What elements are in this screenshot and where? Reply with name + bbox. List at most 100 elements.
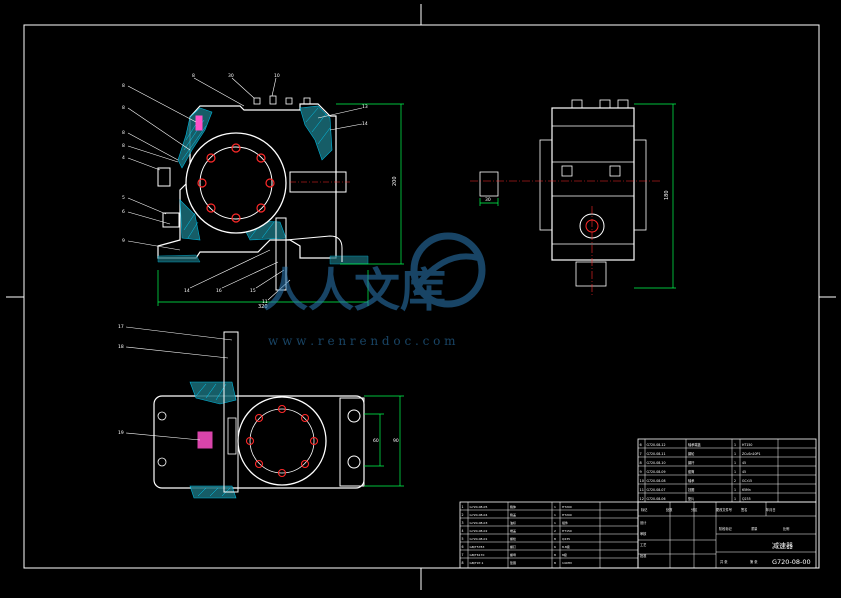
- bom-cell: 1: [734, 443, 736, 447]
- balloon-label: 8: [122, 83, 125, 89]
- top-large-dimension: 90: [393, 438, 399, 444]
- bom-cell: G720-08-05: [470, 505, 488, 509]
- bom-cell: 组件: [562, 520, 568, 525]
- title-block: 减速器 G720-08-00 标记处数分区更改文件号签名年月日设计审核工艺批准阶…: [637, 501, 817, 569]
- bom-cell: ZCuSn10P1: [742, 452, 760, 456]
- bom-cell: GB/T97.1: [470, 561, 484, 565]
- balloon-label: 19: [118, 430, 124, 436]
- balloon-label: 14: [184, 288, 190, 294]
- bom-cell: 65Mn: [742, 488, 751, 492]
- bom-cell: G720-08-06: [647, 497, 666, 501]
- bom-cell: 12: [640, 497, 644, 501]
- balloon-label: 8: [122, 105, 125, 111]
- bom-cell: HT150: [562, 529, 572, 533]
- balloon-label: 8: [122, 143, 125, 149]
- balloon-label: 14: [362, 121, 368, 127]
- bom-cell: 螺钉: [510, 544, 516, 549]
- bom-cell: 8: [640, 461, 642, 465]
- title-block-stage: 阶段标记: [719, 526, 733, 531]
- title-block-header: 标记: [641, 507, 648, 512]
- bom-cell: 4: [462, 529, 464, 533]
- title-block-stage: 比例: [783, 526, 789, 531]
- bom-cell: 螺栓: [510, 536, 516, 541]
- balloon-label: 16: [216, 288, 222, 294]
- title-block-header: 处数: [666, 507, 673, 512]
- bom-cell: 140HV: [562, 561, 573, 565]
- title-block-role: 设计: [640, 520, 647, 525]
- bom-cell: G720-08-03: [470, 521, 488, 525]
- balloon-label: 18: [118, 344, 124, 350]
- bom-cell: 1: [734, 452, 736, 456]
- bom-cell: 6: [462, 545, 464, 549]
- balloon-label: 30: [228, 73, 234, 79]
- bom-cell: 套筒: [688, 469, 694, 474]
- title-block-sheet: 共 张: [720, 559, 728, 564]
- top-view: 60 90 17 18 19: [118, 324, 404, 499]
- bom-cell: GB/T5783: [470, 545, 485, 549]
- bom-cell: GB/T6170: [470, 553, 485, 557]
- bom-cell: G720-08-02: [470, 529, 488, 533]
- bom-cell: 8.8级: [562, 544, 570, 549]
- bom-cell: 箱体: [510, 504, 516, 509]
- bom-cell: G720-08-11: [647, 452, 666, 456]
- balloon-label: 8: [122, 130, 125, 136]
- bom-cell: G720-08-12: [647, 443, 666, 447]
- bom-cell: 垫圈: [510, 560, 516, 565]
- front-width-dimension: 320: [258, 304, 268, 310]
- top-small-dimension: 60: [373, 438, 379, 444]
- bom-cell: 蜗轮: [688, 451, 695, 456]
- bom-cell: 8: [462, 561, 464, 565]
- bom-cell: 1: [734, 461, 736, 465]
- bom-cell: 2: [554, 529, 556, 533]
- bom-cell: HT200: [562, 505, 572, 509]
- bom-cell: GCr15: [742, 479, 752, 483]
- bom-cell: 垫片: [688, 496, 694, 501]
- balloon-label: 15: [250, 288, 256, 294]
- bom-cell: 5: [462, 537, 464, 541]
- title-block-role: 工艺: [640, 542, 646, 547]
- bom-cell: Q235: [742, 497, 751, 501]
- title-block-sheet: 第 张: [750, 559, 758, 564]
- title-block-header: 更改文件号: [716, 507, 732, 512]
- bom-cell: G720-08-01: [470, 537, 488, 541]
- front-view: 200 320 8 8 8 8 4 5: [122, 73, 404, 310]
- bom-cell: G720-08-10: [647, 461, 666, 465]
- title-block-role: 审核: [640, 531, 647, 536]
- bom-cell: 1: [734, 488, 736, 492]
- title-block-header: 年月日: [766, 507, 776, 512]
- bom-cell: 6: [554, 545, 556, 549]
- bom-cell: 1: [554, 521, 556, 525]
- bom-cell: G720-08-09: [647, 470, 666, 474]
- bom-cell: 螺母: [510, 552, 516, 557]
- bom-cell: 8: [554, 561, 556, 565]
- bom-cell: 1: [554, 505, 556, 509]
- title-block-stage: 重量: [751, 526, 758, 531]
- part-name: 减速器: [772, 541, 793, 550]
- front-height-dimension: 200: [392, 176, 398, 186]
- balloon-label: 8: [192, 73, 195, 79]
- side-view: 180 30: [470, 99, 676, 296]
- drawing-frame: [6, 4, 836, 590]
- bom-cell: 6: [640, 443, 642, 447]
- watermark: 人人文库 w w w . r e n r e n d o c . c o m: [262, 232, 486, 348]
- bom-cell: HT150: [742, 443, 752, 447]
- bom-cell: 7: [640, 452, 642, 456]
- title-block-header: 分区: [691, 507, 698, 512]
- bom-cell: G720-08-04: [470, 513, 488, 517]
- balloon-label: 4: [122, 155, 125, 161]
- balloon-label: 17: [118, 324, 124, 330]
- watermark-logo-text: 人人文库: [262, 263, 446, 317]
- bom-cell: 1: [462, 505, 464, 509]
- balloon-label: 13: [362, 104, 368, 110]
- bom-cell: 3: [462, 521, 464, 525]
- bom-cell: 11: [640, 488, 644, 492]
- watermark-url: w w w . r e n r e n d o c . c o m: [268, 334, 456, 348]
- side-height-dimension: 180: [664, 190, 670, 200]
- bom-cell: G720-08-08: [647, 479, 666, 483]
- bom-cell: 油标: [510, 520, 516, 525]
- title-block-header: 签名: [741, 507, 747, 512]
